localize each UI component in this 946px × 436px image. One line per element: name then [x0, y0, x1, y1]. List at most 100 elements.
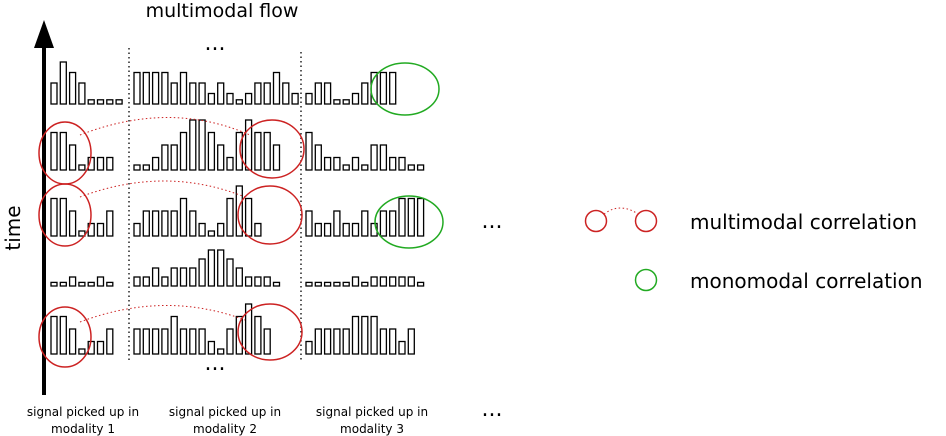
signal-bar: [106, 328, 114, 355]
legend-monomodal-label: monomodal correlation: [690, 269, 923, 293]
signal-bar: [361, 82, 369, 105]
signal-bar: [351, 315, 360, 355]
signal-bar: [416, 197, 425, 237]
legend-monomodal-circle: [634, 268, 658, 292]
signal-bar: [59, 197, 67, 237]
monomodal-ellipse-row1-m3: [370, 62, 440, 116]
signal-bar: [244, 197, 253, 237]
signal-bar: [244, 276, 253, 287]
signal-bar: [142, 210, 150, 237]
signal-bar: [189, 210, 197, 237]
signal-bar: [398, 197, 406, 237]
multimodal-link-row2: [79, 117, 251, 136]
signal-bar: [179, 267, 188, 287]
signal-bar: [68, 276, 77, 287]
svg-text:signal picked up in: signal picked up in: [27, 405, 139, 419]
signal-bar: [263, 328, 271, 355]
signal-bar: [361, 210, 369, 237]
signal-bar: [389, 210, 397, 237]
signal-bar: [78, 82, 86, 105]
signal-bar: [59, 281, 67, 287]
signal-bar: [198, 328, 206, 355]
signal-bar: [50, 82, 58, 105]
signal-bar: [133, 71, 141, 105]
signal-bar: [407, 197, 415, 237]
signal-bar: [68, 210, 77, 237]
signal-bar: [161, 210, 169, 237]
signal-bar: [398, 276, 406, 287]
signal-bar: [217, 249, 225, 287]
signal-bar: [217, 222, 225, 237]
signal-bar: [272, 144, 281, 171]
signal-bar: [370, 144, 378, 171]
signal-bar: [198, 119, 206, 171]
signal-bar: [235, 131, 243, 171]
signal-bar: [189, 328, 197, 355]
signal-bar: [389, 276, 397, 287]
diagram-title: multimodal flow: [146, 0, 299, 22]
signal-bar: [161, 144, 169, 171]
multimodal-ellipse-row3-m1: [38, 183, 92, 247]
svg-text:signal picked up in: signal picked up in: [316, 405, 428, 419]
signal-bar: [333, 210, 341, 237]
signal-bar: [254, 82, 262, 105]
time-axis-arrowhead: [34, 20, 54, 48]
signal-bar: [189, 119, 197, 171]
modality-label-3: signal picked up in modality 3: [316, 405, 428, 436]
signal-bar: [235, 315, 243, 355]
signal-bar: [142, 276, 150, 287]
signal-bar: [179, 328, 188, 355]
multimodal-link-row3: [79, 180, 246, 198]
signal-bar: [323, 328, 332, 355]
signal-bar: [407, 328, 415, 355]
signal-bar: [342, 164, 350, 171]
svg-text:modality 1: modality 1: [51, 422, 115, 436]
signal-bar: [314, 328, 322, 355]
signal-bars: [50, 61, 425, 355]
signal-bar: [142, 71, 150, 105]
ellipsis-bottom: ...: [205, 351, 226, 376]
signal-bar: [170, 267, 178, 287]
signal-bar: [87, 281, 95, 287]
signal-bar: [323, 281, 332, 287]
signal-bar: [151, 71, 160, 105]
signal-bar: [314, 144, 322, 171]
legend-multimodal-label: multimodal correlation: [690, 210, 917, 234]
signal-bar: [305, 281, 313, 287]
signal-bar: [170, 210, 178, 237]
signal-bar: [314, 222, 322, 237]
signal-bar: [291, 92, 299, 105]
signal-bar: [323, 222, 332, 237]
modality-label-1: signal picked up in modality 1: [27, 405, 139, 436]
signal-bar: [207, 340, 216, 355]
signal-bar: [207, 131, 216, 171]
signal-bar: [179, 71, 188, 105]
signal-bar: [50, 197, 58, 237]
signal-bar: [342, 99, 350, 105]
signal-bar: [351, 92, 360, 105]
signal-bar: [314, 82, 322, 105]
signal-bar: [161, 71, 169, 105]
svg-text:modality 3: modality 3: [340, 422, 404, 436]
signal-bar: [78, 281, 86, 287]
signal-bar: [305, 92, 313, 105]
signal-bar: [78, 164, 86, 171]
signal-bar: [323, 156, 332, 171]
signal-bar: [217, 144, 225, 171]
signal-bar: [323, 82, 332, 105]
signal-bar: [361, 281, 369, 287]
svg-text:modality 2: modality 2: [193, 422, 257, 436]
signal-bar: [305, 340, 313, 355]
signal-bar: [198, 222, 206, 237]
signal-bar: [333, 156, 341, 171]
signal-bar: [342, 328, 350, 355]
signal-bar: [263, 82, 271, 105]
signal-bar: [272, 71, 281, 105]
time-axis-label: time: [1, 205, 25, 250]
legend: multimodal correlation monomodal correla…: [584, 207, 923, 293]
signal-bar: [407, 276, 415, 287]
signal-bar: [226, 328, 234, 355]
signal-bar: [416, 164, 425, 171]
signal-bar: [106, 156, 114, 171]
multimodal-ellipse-row3-m2: [237, 185, 303, 245]
